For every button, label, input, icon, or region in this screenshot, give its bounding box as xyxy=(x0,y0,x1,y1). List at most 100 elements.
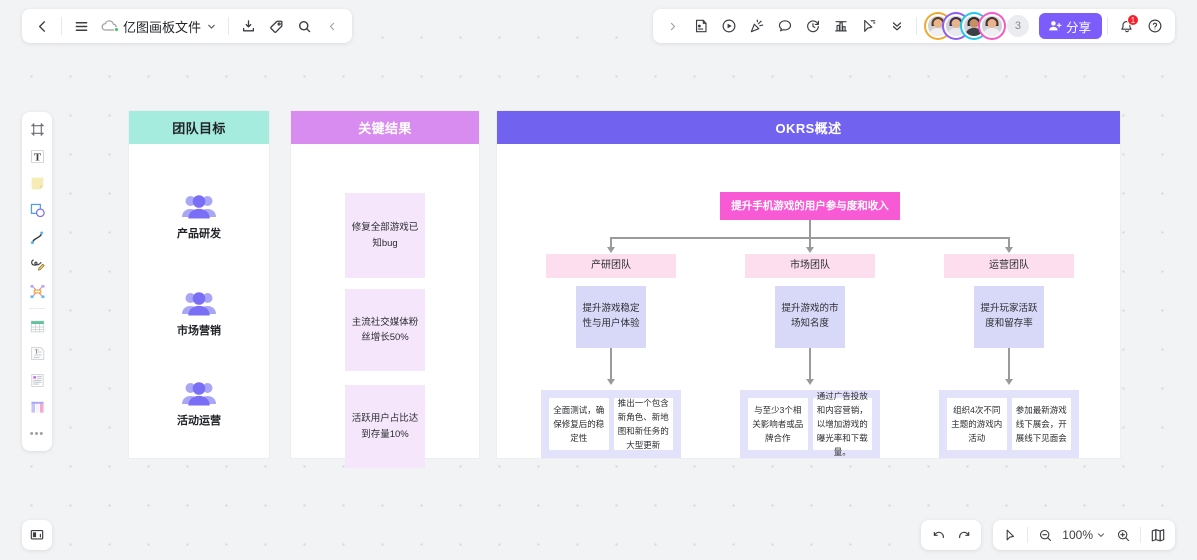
document-icon xyxy=(29,372,46,389)
kanban-tool-button[interactable] xyxy=(25,395,49,419)
okr-kr-group[interactable]: 全面测试，确保修复后的稳定性 推出一个包含新角色、新地图和新任务的大型更新 xyxy=(541,390,681,458)
chevron-left-icon xyxy=(327,21,338,32)
pen-draw-tool-button[interactable] xyxy=(25,252,49,276)
shape-tool-button[interactable] xyxy=(25,198,49,222)
avatar[interactable] xyxy=(979,14,1004,38)
zoom-out-icon xyxy=(1038,528,1053,543)
comment-icon xyxy=(777,18,793,34)
undo-button[interactable] xyxy=(925,523,951,547)
mindmap-tool-button[interactable] xyxy=(25,279,49,303)
celebrate-button[interactable] xyxy=(743,12,771,40)
notifications-button[interactable]: 1 xyxy=(1113,12,1141,40)
back-button[interactable] xyxy=(28,12,56,40)
avatar-head xyxy=(933,19,943,28)
sticky-note-tool-button[interactable] xyxy=(25,171,49,195)
menu-button[interactable] xyxy=(67,12,95,40)
zoom-controls-group: 100% xyxy=(993,520,1175,550)
okr-root-node[interactable]: 提升手机游戏的用户参与度和收入 xyxy=(720,192,900,220)
panel-title-team-goals: 团队目标 xyxy=(129,111,269,144)
panel-team-goals[interactable]: 团队目标 产品研发 xyxy=(128,110,270,459)
okr-objective-node[interactable]: 提升游戏的市场知名度 xyxy=(775,286,845,348)
edge-obj-to-kr-3 xyxy=(1008,348,1010,380)
okr-team-node[interactable]: 运营团队 xyxy=(944,254,1074,278)
edge-root-vertical xyxy=(809,220,811,238)
team-item[interactable]: 产品研发 xyxy=(129,194,269,241)
cursor-tool-button[interactable] xyxy=(997,523,1023,547)
more-tools-button[interactable] xyxy=(883,12,911,40)
help-button[interactable] xyxy=(1141,12,1169,40)
tag-button[interactable] xyxy=(262,12,290,40)
panel-key-results[interactable]: 关键结果 修复全部游戏已知bug 主流社交媒体粉丝增长50% 活跃用户占比达到存… xyxy=(290,110,480,468)
collaborator-overflow-count[interactable]: 3 xyxy=(1006,15,1029,37)
edge-branch-drop-3 xyxy=(1008,237,1010,248)
cursor-flag-button[interactable] xyxy=(855,12,883,40)
okr-objective-node[interactable]: 提升游戏稳定性与用户体验 xyxy=(576,286,646,348)
shape-icon xyxy=(29,202,46,219)
expand-toolbar-button[interactable] xyxy=(659,12,687,40)
zoom-in-button[interactable] xyxy=(1110,523,1136,547)
arrow-to-team-2 xyxy=(806,247,814,253)
minimap-button[interactable] xyxy=(1145,523,1171,547)
okr-objective-node[interactable]: 提升玩家活跃度和留存率 xyxy=(974,286,1044,348)
sticky-note-icon xyxy=(29,175,46,192)
collaborator-avatars: 3 xyxy=(925,14,1029,38)
vote-chart-button[interactable] xyxy=(827,12,855,40)
key-result-card[interactable]: 修复全部游戏已知bug xyxy=(345,193,425,278)
pen-icon xyxy=(29,256,46,273)
table-tool-button[interactable] xyxy=(25,314,49,338)
okr-kr-leaf[interactable]: 通过广告投放和内容营销，以增加游戏的曝光率和下载量。 xyxy=(812,391,872,457)
okr-kr-leaf[interactable]: 与至少3个相关影响者或品牌合作 xyxy=(748,398,808,450)
sticker-button[interactable] xyxy=(687,12,715,40)
save-download-icon xyxy=(241,19,256,34)
edge-branch-drop-1 xyxy=(610,237,612,248)
zoom-out-button[interactable] xyxy=(1032,523,1058,547)
arrow-to-team-3 xyxy=(1005,247,1013,253)
okr-team-node[interactable]: 产研团队 xyxy=(546,254,676,278)
arrow-to-kr-1 xyxy=(607,379,615,385)
people-icon xyxy=(182,194,216,220)
okr-kr-group[interactable]: 与至少3个相关影响者或品牌合作 通过广告投放和内容营销，以增加游戏的曝光率和下载… xyxy=(740,390,880,458)
connector-curve-tool-button[interactable] xyxy=(25,225,49,249)
comment-button[interactable] xyxy=(771,12,799,40)
zoom-level-selector[interactable]: 100% xyxy=(1058,528,1110,542)
panel-okrs-overview[interactable]: OKRS概述 提升手机游戏的用户参与度和收入 产研团队 提升游戏稳定性与用户体验… xyxy=(496,110,1121,459)
key-result-card[interactable]: 主流社交媒体粉丝增长50% xyxy=(345,289,425,371)
document-tool-button[interactable] xyxy=(25,368,49,392)
okr-kr-leaf[interactable]: 推出一个包含新角色、新地图和新任务的大型更新 xyxy=(613,398,673,450)
okr-team-node[interactable]: 市场团队 xyxy=(745,254,875,278)
more-tools-button[interactable]: ••• xyxy=(25,422,49,446)
text-tool-button[interactable]: T xyxy=(25,144,49,168)
timer-button[interactable] xyxy=(799,12,827,40)
cursor-arrow-icon xyxy=(1003,528,1018,543)
chevron-down-icon xyxy=(1096,530,1106,540)
team-item[interactable]: 活动运营 xyxy=(129,381,269,428)
team-item[interactable]: 市场营销 xyxy=(129,291,269,338)
avatar-body xyxy=(964,28,983,36)
divider xyxy=(61,17,62,35)
okr-kr-leaf[interactable]: 全面测试，确保修复后的稳定性 xyxy=(549,398,609,450)
redo-button[interactable] xyxy=(951,523,977,547)
chevron-right-icon xyxy=(667,21,678,32)
text-box-tool-button[interactable]: T xyxy=(25,341,49,365)
avatar-head xyxy=(951,19,961,28)
okr-kr-leaf[interactable]: 组织4次不同主题的游戏内活动 xyxy=(947,398,1007,450)
team-label: 产品研发 xyxy=(177,228,221,240)
key-result-card[interactable]: 活跃用户占比达到存量10% xyxy=(345,385,425,468)
search-button[interactable] xyxy=(290,12,318,40)
okr-kr-group[interactable]: 组织4次不同主题的游戏内活动 参加最新游戏线下展会，开展线下见面会 xyxy=(939,390,1079,458)
okr-kr-leaf[interactable]: 参加最新游戏线下展会，开展线下见面会 xyxy=(1011,398,1071,450)
frame-tool-button[interactable] xyxy=(25,117,49,141)
present-mode-button[interactable] xyxy=(22,520,52,550)
undo-redo-group xyxy=(921,520,981,550)
svg-text:T: T xyxy=(33,151,41,163)
double-chevron-down-icon xyxy=(890,19,904,33)
collapse-toolbar-button[interactable] xyxy=(318,12,346,40)
share-button[interactable]: 分享 xyxy=(1038,13,1102,39)
file-name-button[interactable]: 亿图画板文件 xyxy=(95,12,223,40)
present-play-button[interactable] xyxy=(715,12,743,40)
avatar-body xyxy=(946,28,965,36)
avatar-head xyxy=(987,19,997,28)
arrow-to-team-1 xyxy=(607,247,615,253)
save-download-button[interactable] xyxy=(234,12,262,40)
